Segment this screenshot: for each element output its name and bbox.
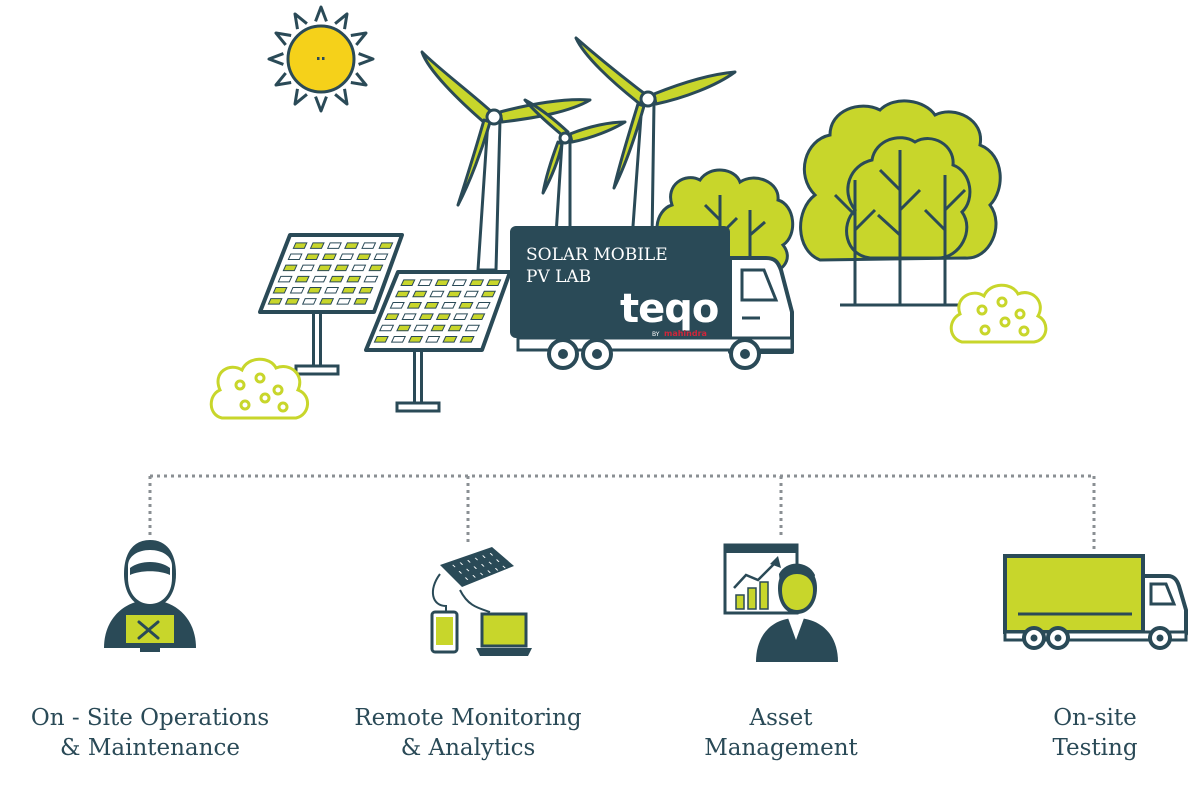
wind-turbine-icon <box>523 98 627 237</box>
service-label-line2: Management <box>704 735 858 761</box>
solar-panel-devices-icon <box>430 547 532 656</box>
service-label-monitoring: Remote Monitoring & Analytics <box>328 703 608 763</box>
service-label-line1: Asset <box>749 705 813 731</box>
analyst-chart-icon <box>723 543 838 662</box>
service-label-operations: On - Site Operations & Maintenance <box>10 703 290 763</box>
service-label-line2: & Maintenance <box>60 735 240 761</box>
dotted-connector <box>148 474 1096 552</box>
bush-icon <box>209 357 309 420</box>
bush-icon <box>949 283 1048 344</box>
service-label-line1: On-site <box>1053 705 1137 731</box>
delivery-truck-icon <box>1003 554 1188 650</box>
brand-logo: teqo <box>620 286 718 332</box>
brand-by: BY <box>652 331 660 338</box>
service-label-line2: Testing <box>1052 735 1138 761</box>
service-label-line1: Remote Monitoring <box>354 705 582 731</box>
service-label-testing: On-site Testing <box>955 703 1203 763</box>
solar-panel-icon <box>364 270 512 413</box>
sun-icon <box>267 5 375 113</box>
tree-cluster-icon <box>799 99 1002 307</box>
technician-icon <box>104 540 196 652</box>
truck-title-line2: PV LAB <box>526 267 591 287</box>
solar-panel-icon <box>258 233 404 376</box>
truck-title-line1: SOLAR MOBILE <box>526 245 668 265</box>
brand-parent: mahindra <box>664 329 707 338</box>
service-label-line1: On - Site Operations <box>30 705 270 731</box>
mobile-lab-truck-icon <box>510 226 794 370</box>
wind-turbine-icon <box>420 50 592 272</box>
service-label-asset: Asset Management <box>641 703 921 763</box>
service-label-line2: & Analytics <box>400 735 536 761</box>
wind-turbine-icon <box>574 36 737 242</box>
